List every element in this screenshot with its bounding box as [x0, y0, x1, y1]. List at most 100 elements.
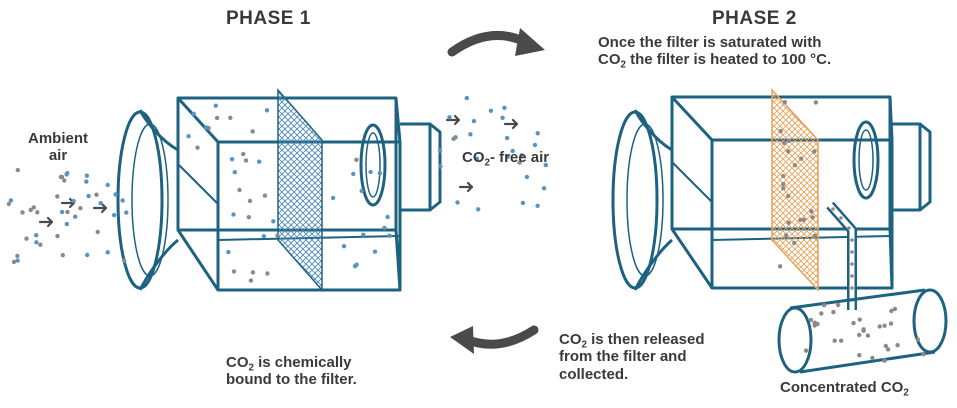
pipe-particles — [831, 207, 854, 302]
particle — [20, 210, 25, 215]
particle — [803, 348, 809, 353]
phase1-filter — [277, 88, 323, 292]
particle — [35, 210, 40, 215]
particle — [8, 198, 14, 203]
phase2-funnel — [633, 109, 673, 291]
particle — [464, 95, 469, 101]
particle — [500, 115, 505, 121]
particle — [203, 125, 209, 130]
particle — [532, 142, 538, 148]
particle — [535, 203, 540, 208]
particle — [232, 170, 237, 175]
particle — [447, 115, 452, 120]
particle — [861, 328, 866, 333]
particle — [38, 242, 43, 247]
particle — [98, 201, 103, 206]
particle — [455, 200, 460, 205]
particle — [265, 271, 270, 276]
particle — [24, 236, 29, 241]
particle — [792, 240, 797, 246]
particle — [870, 355, 875, 361]
particle — [231, 269, 237, 274]
particle — [921, 352, 926, 357]
particle — [124, 210, 129, 215]
particle — [798, 217, 803, 223]
particle — [517, 160, 522, 165]
particle — [113, 192, 118, 197]
particle — [835, 302, 841, 308]
phase2-release-caption: CO2 is then released from the filter and… — [559, 331, 705, 383]
particle — [476, 207, 481, 212]
particle — [243, 158, 249, 163]
particle — [812, 233, 817, 238]
curved-arrow-right-icon — [447, 28, 545, 57]
particle — [62, 178, 67, 183]
particle — [341, 244, 347, 249]
particle — [471, 118, 477, 124]
ambient-air-label: Ambient air — [28, 130, 88, 165]
particle — [368, 169, 373, 175]
particle — [877, 324, 882, 329]
phase1-outlet — [400, 122, 432, 212]
particle — [543, 162, 548, 168]
particle — [437, 148, 443, 153]
particle — [15, 253, 20, 259]
particle — [857, 317, 862, 322]
particle — [505, 154, 510, 159]
phase2-heading: PHASE 2 — [712, 8, 797, 29]
curved-arrow-left-icon — [450, 325, 539, 354]
particle — [831, 309, 836, 315]
particle — [359, 188, 364, 194]
particle — [382, 225, 387, 231]
particle — [352, 264, 358, 269]
particle — [85, 252, 90, 258]
particle — [799, 156, 804, 161]
co2-free-air-label: CO2- free air — [462, 149, 550, 169]
particle — [372, 249, 378, 254]
particle — [504, 135, 510, 141]
particle — [839, 338, 844, 343]
particle — [275, 233, 280, 238]
particle — [438, 164, 443, 169]
particle — [786, 149, 791, 154]
particle — [213, 103, 218, 108]
particle — [782, 140, 787, 146]
phase1-heading: PHASE 1 — [226, 8, 311, 29]
particle — [229, 157, 235, 162]
particle — [111, 212, 117, 218]
particle — [231, 212, 236, 217]
particle — [510, 148, 515, 154]
particle — [58, 174, 64, 180]
particle — [86, 193, 91, 199]
particle — [387, 233, 392, 238]
particle — [250, 270, 256, 275]
particle — [120, 198, 125, 203]
particle — [809, 209, 814, 214]
phase2-description-line1: Once the filter is saturated with — [598, 34, 822, 51]
particle — [808, 317, 813, 323]
particle — [214, 115, 220, 121]
particle — [519, 153, 524, 158]
phase2-outlet-opening — [852, 120, 880, 200]
particle — [892, 306, 898, 312]
particle — [377, 171, 382, 176]
particle — [11, 259, 17, 265]
particle — [385, 214, 390, 220]
particle — [813, 100, 819, 105]
particle — [105, 250, 110, 255]
particle — [361, 232, 366, 237]
phase2-description: Once the filter is saturated with CO2 th… — [598, 34, 831, 70]
particle — [55, 194, 60, 199]
particle — [241, 151, 246, 157]
particle — [781, 173, 786, 179]
particle — [60, 253, 65, 258]
particle — [786, 220, 791, 225]
particle — [888, 321, 894, 326]
particle — [271, 219, 276, 224]
phase2-funnel-mouth — [611, 110, 659, 290]
particle — [777, 264, 783, 269]
particle — [488, 108, 494, 114]
particle — [257, 159, 262, 164]
particle — [84, 173, 90, 178]
particle — [64, 172, 69, 177]
